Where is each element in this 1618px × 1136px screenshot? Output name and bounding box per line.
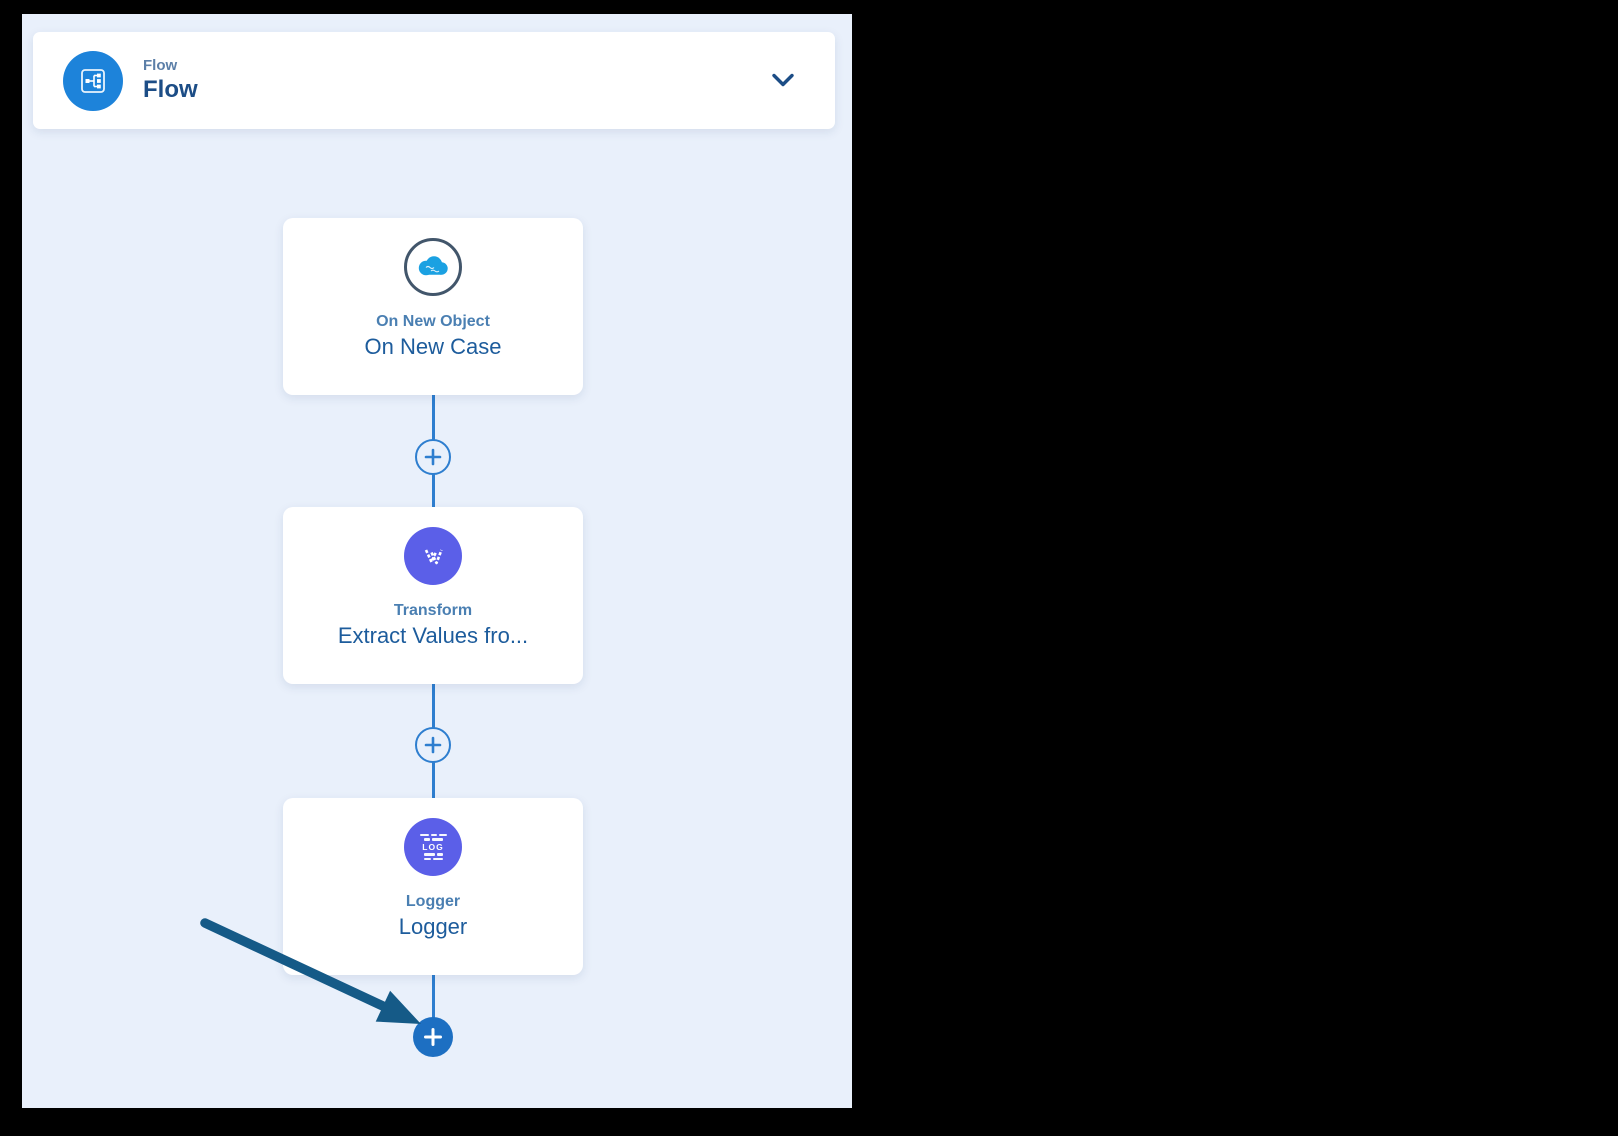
add-step-button[interactable]	[415, 439, 451, 475]
logger-icon: LOG	[404, 818, 462, 876]
node-card-on-new-case[interactable]: On New Object On New Case	[283, 218, 583, 395]
flow-header-text: Flow Flow	[143, 57, 198, 104]
node-type-label: Transform	[393, 602, 473, 619]
flow-type-label: Flow	[143, 57, 178, 75]
flow-branch-icon	[63, 50, 123, 111]
flow-canvas: Flow Flow On New Object On New Case	[22, 14, 852, 1108]
connector-line	[431, 975, 435, 1023]
add-next-step-button[interactable]	[413, 1017, 453, 1057]
node-type-label: Logger	[405, 893, 461, 910]
chevron-down-icon	[772, 73, 794, 87]
salesforce-cloud-icon	[404, 238, 462, 296]
node-title: On New Case	[364, 334, 502, 359]
node-title: Extract Values fro...	[337, 623, 529, 648]
flow-header[interactable]: Flow Flow	[33, 32, 835, 129]
plus-icon	[424, 448, 442, 466]
flow-title: Flow	[143, 76, 198, 104]
log-icon-text: LOG	[422, 842, 444, 852]
collapse-chevron-button[interactable]	[771, 73, 795, 88]
plus-icon	[424, 736, 442, 754]
dataweave-icon	[404, 527, 462, 585]
node-card-transform[interactable]: Transform Extract Values fro...	[283, 507, 583, 684]
node-type-label: On New Object	[376, 313, 490, 330]
node-card-logger[interactable]: LOG Logger Logger	[283, 798, 583, 975]
node-title: Logger	[398, 914, 468, 939]
add-step-button[interactable]	[415, 727, 451, 763]
plus-icon	[424, 1028, 442, 1046]
